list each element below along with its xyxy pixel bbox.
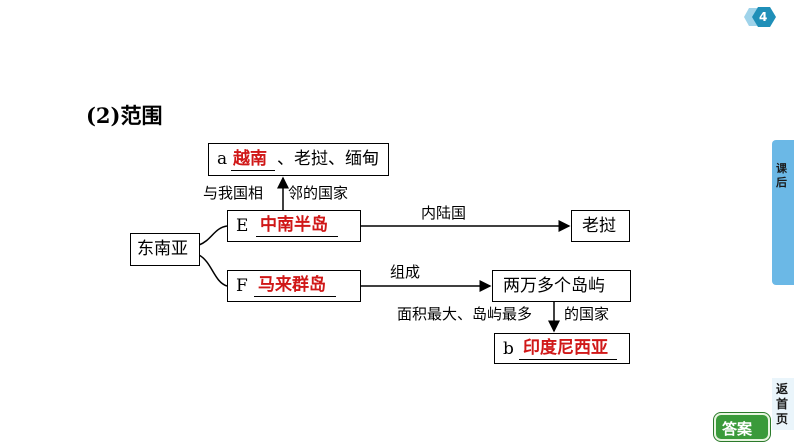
box-a-blank	[231, 170, 275, 171]
edge-label-neighbors-left: 与我国相	[203, 184, 264, 202]
root-label: 东南亚	[137, 239, 188, 259]
box-e-blank	[256, 236, 338, 237]
box-b-letter: b	[503, 339, 514, 359]
sidebar-lesson-after[interactable]: 课后	[772, 140, 794, 285]
box-a: a 越南 、老挝、缅甸	[208, 143, 389, 176]
edge-label-largest-right: 的国家	[564, 305, 610, 323]
box-e: E 中南半岛	[227, 210, 361, 242]
hexagon-icon	[744, 7, 776, 27]
box-b-answer: 印度尼西亚	[523, 338, 608, 358]
answer-button[interactable]: 答案	[714, 413, 770, 441]
branch-to-e	[198, 225, 228, 246]
box-islands: 两万多个岛屿	[492, 270, 631, 302]
edge-label-composed: 组成	[390, 263, 421, 281]
sidebar-home-button[interactable]: 返首页	[772, 378, 794, 430]
box-b: b 印度尼西亚	[494, 333, 630, 364]
box-laos: 老挝	[571, 210, 630, 242]
box-a-letter: a	[217, 149, 228, 169]
box-a-rest: 、老挝、缅甸	[277, 149, 379, 169]
box-a-answer: 越南	[233, 149, 267, 169]
edge-label-largest-left: 面积最大、岛屿最多	[397, 305, 533, 323]
branch-to-f	[198, 254, 228, 287]
sidebar-home-label: 返首页	[776, 382, 789, 426]
box-e-answer: 中南半岛	[260, 215, 328, 235]
laos-label: 老挝	[582, 216, 616, 236]
sidebar-lesson-after-label: 课后	[776, 162, 787, 189]
box-f: F 马来群岛	[227, 270, 361, 302]
page-number-badge: 4	[740, 4, 780, 30]
box-f-blank	[254, 296, 336, 297]
edge-label-neighbors-right: 邻的国家	[288, 184, 349, 202]
answer-button-label: 答案	[722, 420, 753, 438]
box-f-answer: 马来群岛	[258, 275, 326, 295]
page-number: 4	[759, 10, 768, 24]
section-heading: (2)范围	[86, 103, 163, 128]
box-f-letter: F	[236, 276, 248, 296]
box-e-letter: E	[236, 216, 249, 236]
edge-label-landlocked: 内陆国	[421, 204, 467, 222]
islands-label: 两万多个岛屿	[503, 276, 605, 296]
box-b-blank	[519, 359, 617, 360]
box-root: 东南亚	[130, 233, 200, 266]
